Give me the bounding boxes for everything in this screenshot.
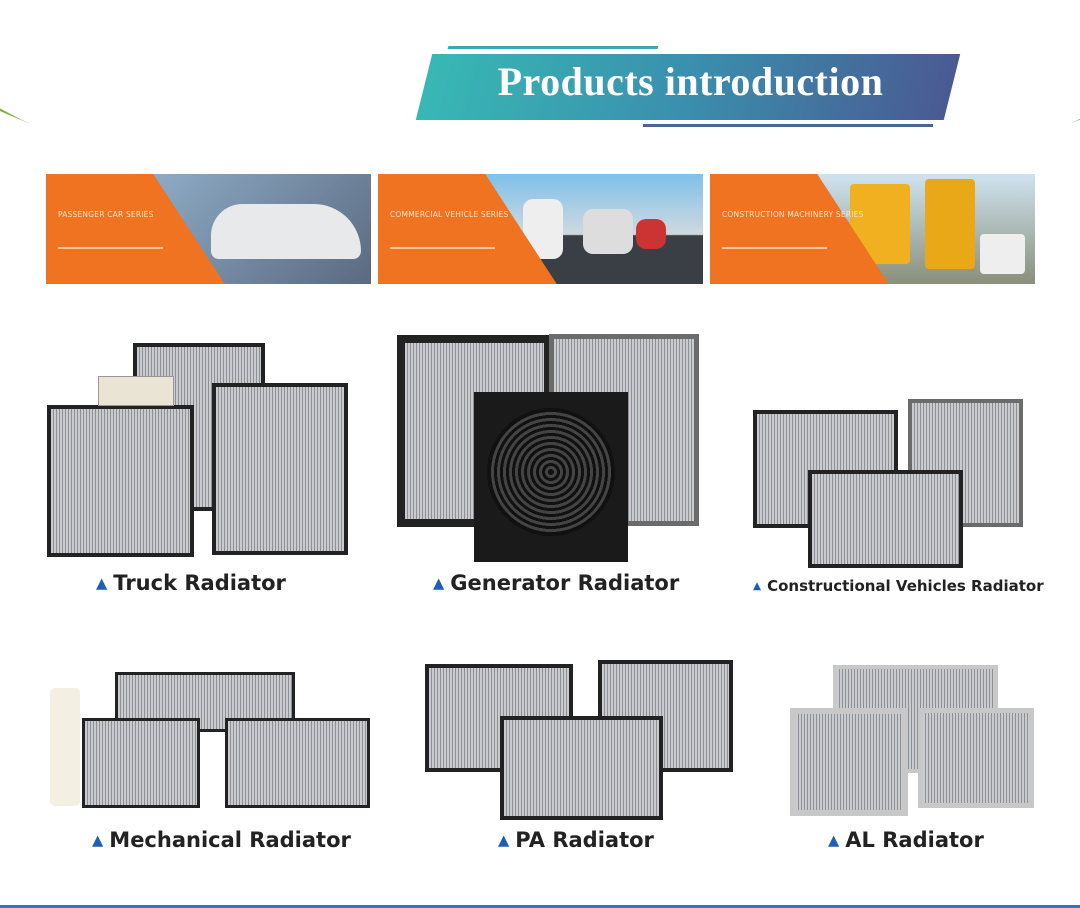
passenger-car-series-banner[interactable]: PASSENGER CAR SERIES (46, 174, 371, 284)
triangle-marker-icon: ▲ (828, 832, 840, 849)
product-caption: ▲Generator Radiator (433, 571, 680, 595)
product-caption: ▲Truck Radiator (96, 571, 286, 595)
page-title: Products introduction (497, 59, 884, 104)
triangle-marker-icon: ▲ (96, 575, 108, 592)
product-caption: ▲PA Radiator (498, 828, 654, 852)
banner-label: CONSTRUCTION MACHINERY SERIES (722, 210, 864, 219)
product-caption: ▲Mechanical Radiator (92, 828, 351, 852)
bottom-divider (0, 905, 1080, 908)
triangle-marker-icon: ▲ (498, 832, 510, 849)
title-banner: Products introduction (415, 46, 963, 128)
triangle-marker-icon: ▲ (753, 580, 762, 592)
triangle-marker-icon: ▲ (92, 832, 104, 849)
product-caption: ▲AL Radiator (828, 828, 984, 852)
triangle-marker-icon: ▲ (433, 575, 445, 592)
banner-label: PASSENGER CAR SERIES (58, 210, 154, 219)
product-caption: ▲Constructional Vehicles Radiator (753, 577, 1044, 595)
banner-label: COMMERCIAL VEHICLE SERIES (390, 210, 509, 219)
construction-machinery-series-banner[interactable]: CONSTRUCTION MACHINERY SERIES (710, 174, 1035, 284)
commercial-vehicle-series-banner[interactable]: COMMERCIAL VEHICLE SERIES (378, 174, 703, 284)
